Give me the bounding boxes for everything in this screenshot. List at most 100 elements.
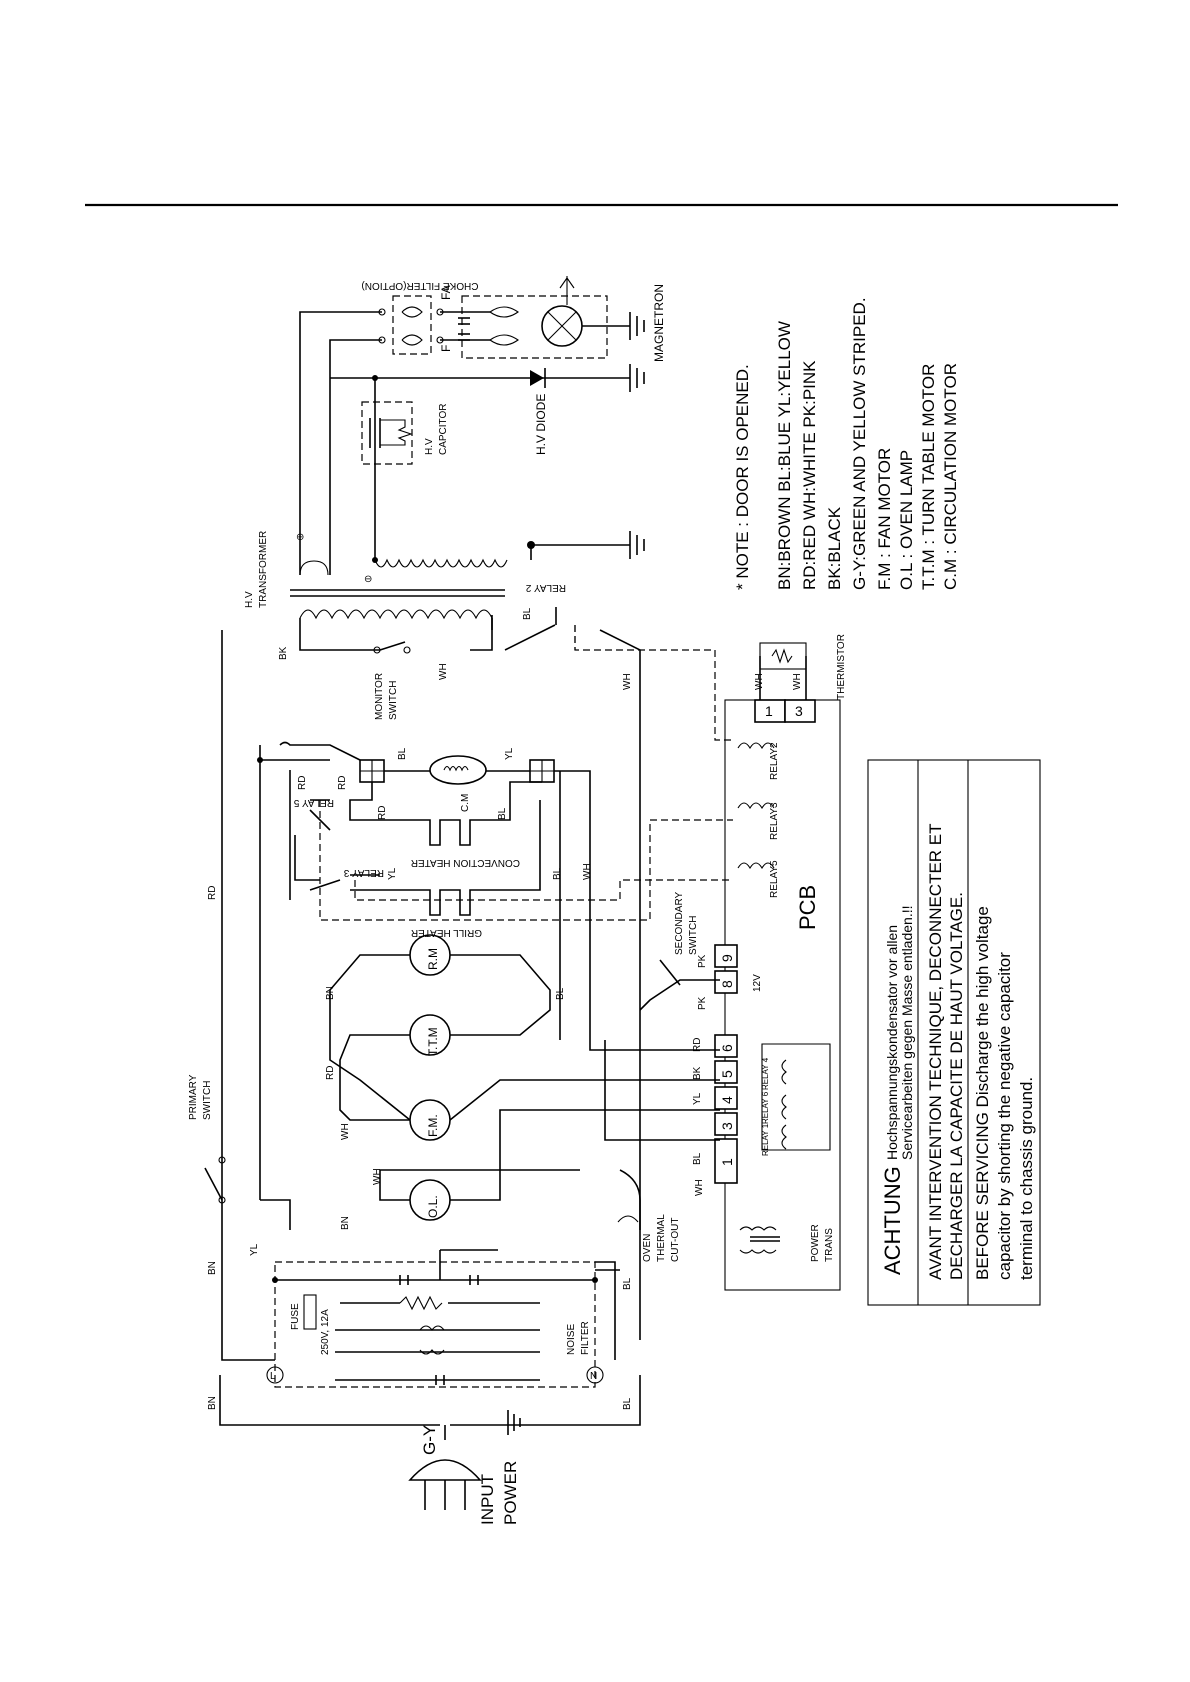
pcb-relay2-label: RELAY2 xyxy=(769,742,780,780)
grill-heater-icon xyxy=(410,889,490,916)
relay3-label: RELAY 3 xyxy=(343,867,384,878)
oven-cutout-label-3: CUT-OUT xyxy=(670,1218,681,1262)
note-line8: C.M : CIRCULATION MOTOR xyxy=(941,363,960,590)
wire-bk-label: BK xyxy=(278,646,289,660)
svg-text:BL: BL xyxy=(692,1152,703,1165)
hv-capacitor-icon xyxy=(380,419,413,446)
choke-coil-2-icon xyxy=(401,334,423,346)
magnetron-filament-2-icon xyxy=(489,334,519,346)
choke-filter-label: CHOKE FILTER(OPTION) xyxy=(361,280,478,291)
antenna-icon xyxy=(559,277,575,289)
choke-filter-box xyxy=(392,295,432,355)
ground-gy-label: G-Y xyxy=(420,1425,439,1455)
note-line4: G-Y:GREEN AND YELLOW STRIPED. xyxy=(850,297,869,590)
monitor-switch-label-1: MONITOR xyxy=(374,673,385,720)
svg-text:BL: BL xyxy=(555,987,566,1000)
svg-text:⊖: ⊖ xyxy=(296,532,304,543)
thermistor-label: THERMISTOR xyxy=(836,634,847,700)
convection-heater-label: CONVECTION HEATER xyxy=(411,857,520,868)
svg-text:PK: PK xyxy=(697,954,708,968)
svg-text:BN: BN xyxy=(325,986,336,1000)
hv-capacitor-box xyxy=(361,401,413,465)
note-line5: F.M : FAN MOTOR xyxy=(875,448,894,590)
avant-line1: AVANT INTERVENTION TECHNIQUE, DECONNECTE… xyxy=(926,823,945,1280)
pcb-board xyxy=(724,699,841,1291)
svg-text:BL: BL xyxy=(622,1277,633,1290)
svg-text:WH: WH xyxy=(754,673,765,690)
hv-capacitor-label-2: CAPCITOR xyxy=(438,404,449,456)
v12-label: 12V xyxy=(752,974,763,992)
relay6-label: RELAY 6 xyxy=(761,1091,770,1124)
svg-text:RD: RD xyxy=(337,776,348,790)
pcb-pin-8: 8 xyxy=(719,980,735,988)
note-line7: T.T.M : TURN TABLE MOTOR xyxy=(919,364,938,590)
wire-bl-label: BL xyxy=(522,607,533,620)
pcb-label: PCB xyxy=(795,885,820,930)
hv-diode-icon xyxy=(530,370,544,386)
thermistor-box xyxy=(759,642,807,670)
relay4-coil-icon xyxy=(781,1059,787,1085)
grill-heater-label: GRILL HEATER xyxy=(411,927,482,938)
heater-section: C.M BL YL RD RD RD BL CONVECTION HEATER … xyxy=(257,625,733,1200)
svg-text:YL: YL xyxy=(249,1243,260,1256)
thermistor-pin-3: 3 xyxy=(795,703,803,719)
achtung-word: ACHTUNG xyxy=(880,1166,905,1275)
hv-transformer-label-1: H.V xyxy=(244,591,255,608)
thermistor-pin-1: 1 xyxy=(765,703,773,719)
oven-cutout-label-2: THERMAL xyxy=(656,1214,667,1262)
svg-text:WH: WH xyxy=(372,1168,383,1185)
pcb-relay5-coil-icon xyxy=(737,862,775,870)
motor-section: R.M T.T.M F.M. O.L. BN BL RD WH WH BN SE… xyxy=(325,892,720,1290)
primary-switch-icon xyxy=(204,1167,223,1201)
pcb-relay2-coil-icon xyxy=(737,742,775,750)
noise-filter-label-2: FILTER xyxy=(580,1321,591,1355)
fa-label: FA xyxy=(439,285,453,300)
relay1-coil-icon xyxy=(781,1124,787,1150)
svg-text:WH: WH xyxy=(792,673,803,690)
schematic-area: CHOKE FILTER(OPTION) FA F MAGNETRON xyxy=(188,276,1041,1525)
rotisserie-motor-label: R.M xyxy=(426,948,440,970)
before-line3: terminal to chassis ground. xyxy=(1017,1077,1036,1280)
svg-text:BL: BL xyxy=(397,747,408,760)
relay4-label: RELAY 4 xyxy=(761,1057,770,1090)
power-trans-label-1: POWER xyxy=(810,1224,821,1262)
before-line2: capacitor by shorting the negative capac… xyxy=(995,952,1014,1280)
f-label: F xyxy=(439,345,453,352)
input-section: PRIMARY SWITCH RD BN YL L N FUSE 250V, 1… xyxy=(188,886,641,1525)
noise-resistor-icon xyxy=(399,1295,443,1311)
pcb-relay3-coil-icon xyxy=(737,802,775,810)
secondary-switch-label-1: SECONDARY xyxy=(674,892,685,955)
relay2-label: RELAY 2 xyxy=(525,582,566,593)
circulation-motor-icon xyxy=(429,755,487,785)
svg-text:YL: YL xyxy=(692,1092,703,1105)
before-line1: BEFORE SERVICING Discharge the high volt… xyxy=(973,906,992,1280)
primary-switch-label-1: PRIMARY xyxy=(188,1074,199,1120)
fan-motor-label: F.M. xyxy=(426,1114,440,1137)
pcb-relay5-label: RELAY5 xyxy=(769,860,780,898)
svg-text:BN: BN xyxy=(340,1216,351,1230)
relay5-label: RELAY 5 xyxy=(293,797,334,808)
warning-box-frame xyxy=(867,759,1041,1306)
svg-text:WH: WH xyxy=(340,1123,351,1140)
pcb-pin-1: 1 xyxy=(719,1158,735,1166)
svg-text:BN: BN xyxy=(207,1261,218,1275)
avant-line2: DECHARGER LA CAPACITE DE HAUT VOLTAGE. xyxy=(947,892,966,1280)
oven-thermal-cutout-icon xyxy=(617,1215,639,1223)
input-power-label-1: INPUT xyxy=(478,1474,497,1525)
note-line6: O.L : OVEN LAMP xyxy=(897,450,916,590)
hv-transformer-label-2: TRANSFORMER xyxy=(258,531,269,608)
relay6-coil-icon xyxy=(781,1094,787,1120)
monitor-switch-icon xyxy=(379,641,406,651)
pcb-pin-6: 6 xyxy=(719,1044,735,1052)
legend-notes: * NOTE : DOOR IS OPENED. BN:BROWN BL:BLU… xyxy=(733,297,960,590)
svg-text:RD: RD xyxy=(207,886,218,900)
primary-switch-label-2: SWITCH xyxy=(202,1081,213,1120)
hv-section: CHOKE FILTER(OPTION) FA F MAGNETRON xyxy=(299,276,666,575)
note-line3: BK:BLACK xyxy=(825,506,844,590)
svg-text:RD: RD xyxy=(325,1066,336,1080)
pcb-connector: 9 8 6 5 4 3 1 xyxy=(714,944,738,1184)
svg-text:BN: BN xyxy=(207,1396,218,1410)
magnetron-box xyxy=(461,295,608,359)
magnetron-label: MAGNETRON xyxy=(652,284,666,362)
achtung-line2: Servicearbeiten gegen Masse entladen.!! xyxy=(899,906,915,1161)
